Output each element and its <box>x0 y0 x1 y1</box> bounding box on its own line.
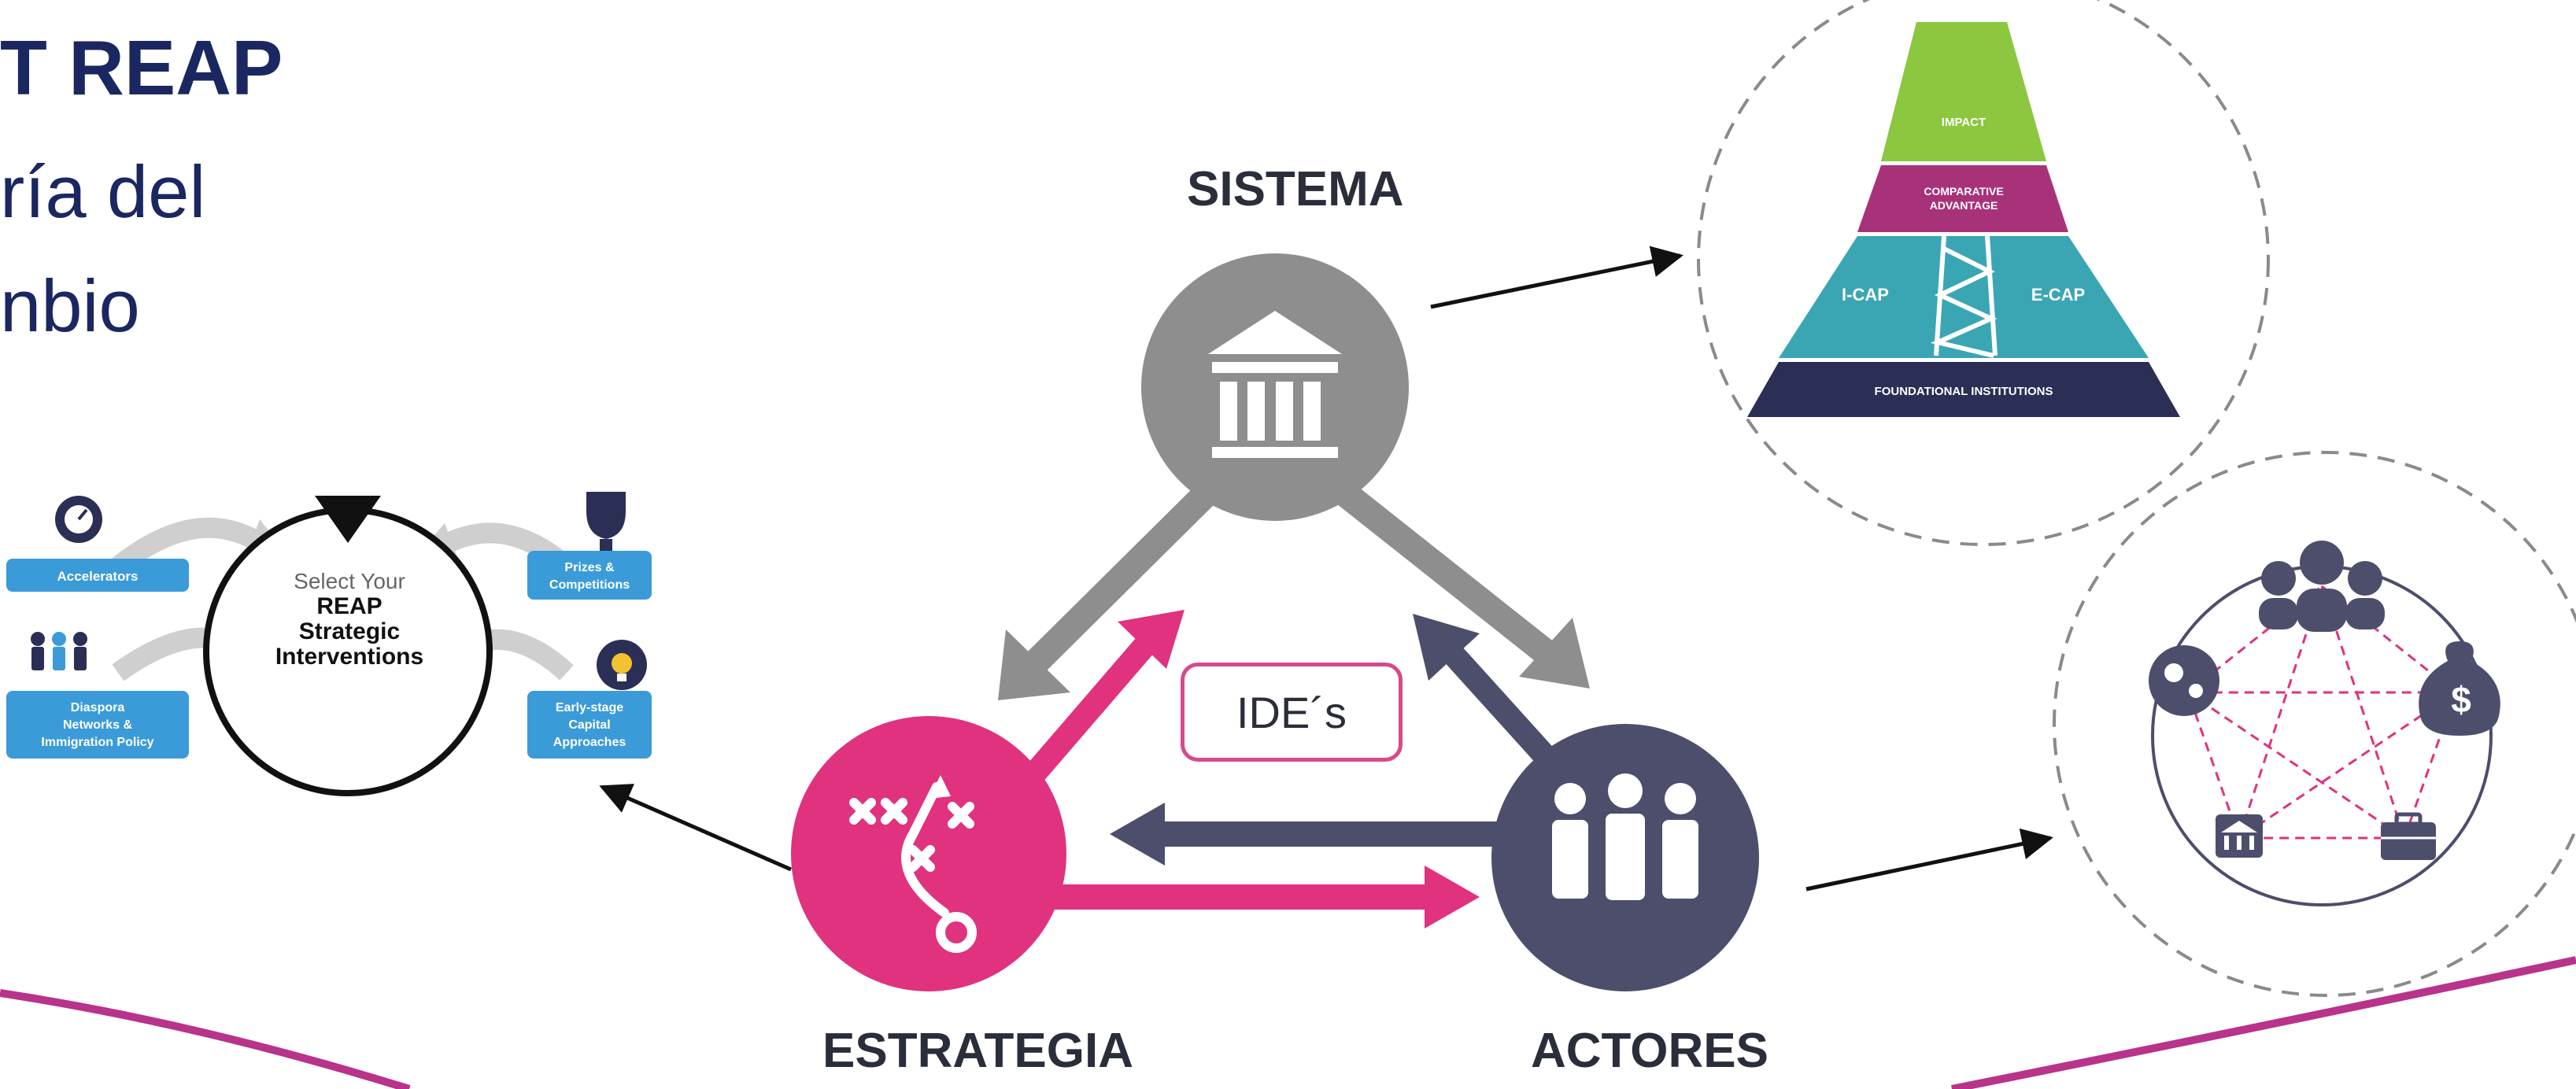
diaspora-label-3: Immigration Policy <box>41 736 153 749</box>
actores-label: ACTORES <box>1531 1024 1769 1078</box>
estrategia-node <box>791 716 1066 991</box>
bottom-right-curve <box>1951 956 2576 1089</box>
interventions-center-line-3: Strategic <box>299 618 400 644</box>
early-stage-label-1: Early-stage <box>556 701 623 714</box>
briefcase-icon <box>2381 812 2436 860</box>
ides-box: IDE´s <box>1181 663 1403 762</box>
institution-icon <box>1208 311 1342 458</box>
interventions-panel <box>6 492 652 796</box>
arrow-estrategia-to-actores <box>1047 866 1480 928</box>
pyramid-advantage-layer <box>1857 165 2068 232</box>
pyramid-foundation-layer <box>1747 362 2180 417</box>
svg-text:$: $ <box>2451 679 2471 720</box>
money-bag-icon: $ <box>2419 641 2500 736</box>
arrow-sistema-to-actores <box>1329 477 1590 688</box>
early-stage-label-2: Capital <box>568 718 610 732</box>
group-icon <box>2259 541 2385 632</box>
pointer-sistema-to-pyramid <box>1430 245 1683 309</box>
pyramid-impact-layer <box>1881 22 2046 161</box>
early-stage-label-box <box>527 691 652 759</box>
page-subtitle-line-2: nbio <box>0 264 140 347</box>
pointer-estrategia-to-interventions <box>599 784 793 872</box>
network-panel: $ <box>2053 451 2576 997</box>
bottom-left-curve <box>0 989 411 1089</box>
diaspora-label-1: Diaspora <box>71 701 125 714</box>
arrow-actores-to-estrategia <box>1110 803 1543 866</box>
prizes-label-2: Competitions <box>549 578 630 592</box>
accelerators-icon <box>55 496 102 543</box>
pyramid-comparative-label-1: COMPARATIVE <box>1924 185 2003 197</box>
interventions-center-line-4: Interventions <box>275 644 423 670</box>
pointer-actores-to-network <box>1805 828 2053 892</box>
interventions-center-line-1: Select Your <box>294 569 405 593</box>
institution-small-icon <box>2216 814 2263 858</box>
pyramid-comparative-label-2: ADVANTAGE <box>1930 199 1998 212</box>
page-title: T REAP <box>0 24 283 111</box>
arrow-estrategia-to-sistema <box>1014 610 1185 795</box>
pyramid-icap-label: I-CAP <box>1842 285 1889 305</box>
pyramid-cap-layer <box>1779 236 2149 358</box>
diaspora-label-box <box>6 691 189 759</box>
early-stage-label-3: Approaches <box>553 736 626 749</box>
prizes-label-1: Prizes & <box>564 561 615 574</box>
pyramid-ecap-label: E-CAP <box>2031 285 2085 305</box>
prizes-label-box <box>527 551 652 600</box>
play-arrowhead <box>929 775 951 799</box>
accelerators-label-box <box>6 559 189 592</box>
ladder-icon <box>1930 235 1998 358</box>
page-subtitle-line-1: ría del <box>0 150 206 233</box>
pyramid-panel <box>1697 0 2270 546</box>
estrategia-label: ESTRATEGIA <box>822 1024 1133 1078</box>
accelerators-label: Accelerators <box>57 569 138 584</box>
pyramid-impact-label: IMPACT <box>1942 116 1986 129</box>
trophy-icon <box>586 492 626 559</box>
diaspora-people-icon <box>31 632 87 670</box>
sistema-label: SISTEMA <box>1187 162 1404 216</box>
interventions-center-line-2: REAP <box>316 593 382 619</box>
strategy-play-icon <box>849 782 977 953</box>
arrow-sistema-to-estrategia <box>998 478 1221 700</box>
lightbulb-gear-icon <box>597 640 647 690</box>
pyramid-foundational-label: FOUNDATIONAL INSTITUTIONS <box>1875 385 2053 398</box>
head-gears-icon <box>2149 645 2219 716</box>
people-icon <box>1552 773 1698 900</box>
diaspora-label-2: Networks & <box>63 718 132 732</box>
sistema-node <box>1141 253 1409 521</box>
actores-node <box>1491 724 1759 991</box>
